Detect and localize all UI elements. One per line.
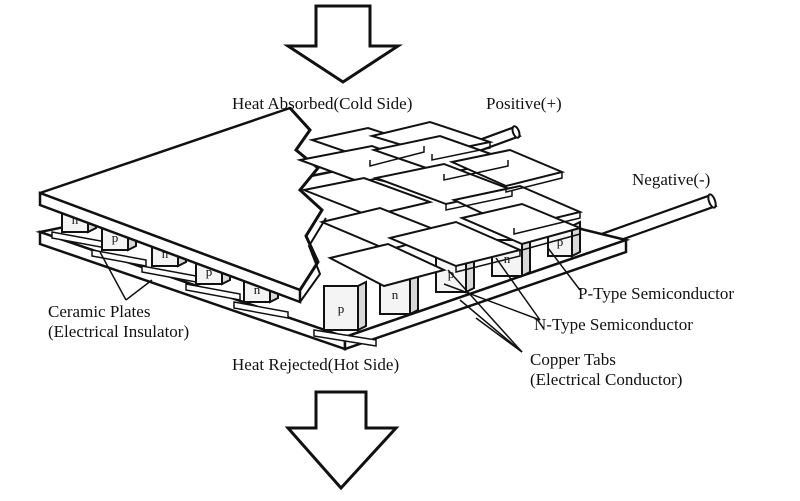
heat-absorbed-label: Heat Absorbed(Cold Side) xyxy=(232,94,413,113)
right-element-letter: n xyxy=(392,287,399,302)
top-copper-tabs xyxy=(296,120,584,288)
heat-rejected-arrow-icon xyxy=(284,390,400,491)
p-type-semiconductor-label: P-Type Semiconductor xyxy=(578,284,735,303)
negative-terminal-label: Negative(-) xyxy=(632,170,711,189)
front-element-letter: n xyxy=(162,246,169,261)
front-element-letter: n xyxy=(254,282,261,297)
ceramic-plates-label: Ceramic Plates xyxy=(48,302,151,321)
front-element-letter: p xyxy=(206,264,213,279)
bottom-copper-tab-3 xyxy=(185,283,241,301)
n-type-semiconductor-label: N-Type Semiconductor xyxy=(534,315,693,334)
front-element-letter: p xyxy=(338,301,345,316)
positive-terminal-label: Positive(+) xyxy=(486,94,562,113)
heat-absorbed-arrow-icon xyxy=(282,4,404,84)
copper-tabs-label: Copper Tabs xyxy=(530,350,616,369)
heat-rejected-label: Heat Rejected(Hot Side) xyxy=(232,355,400,374)
bottom-copper-tab-5 xyxy=(313,329,377,347)
ceramic-plates-sublabel: (Electrical Insulator) xyxy=(48,322,190,341)
front-element-letter: p xyxy=(112,230,119,245)
bottom-copper-tabs xyxy=(51,231,377,347)
front-p-type-element-5: p xyxy=(323,280,367,332)
leader-lines xyxy=(99,247,581,353)
bottom-copper-tab-4 xyxy=(233,301,289,319)
front-element-letter: n xyxy=(72,212,79,227)
copper-tabs-sublabel: (Electrical Conductor) xyxy=(530,370,683,389)
right-element-letter: p xyxy=(557,234,564,249)
top-ceramic-plate xyxy=(38,106,327,304)
